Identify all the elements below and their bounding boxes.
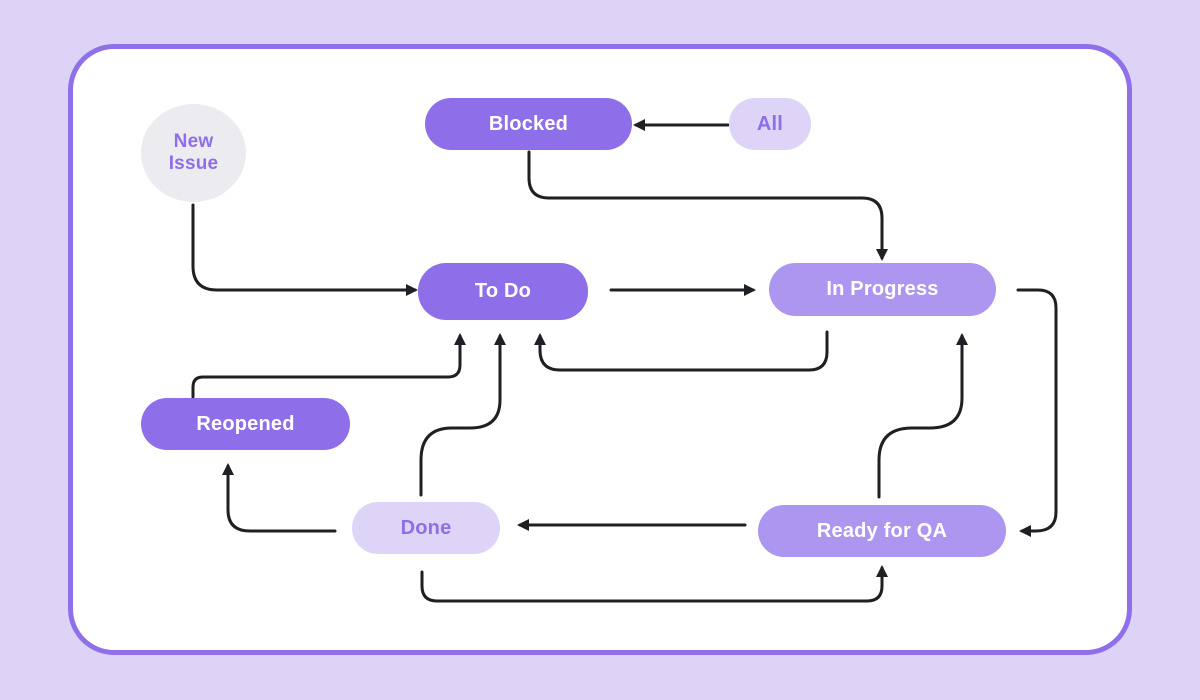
node-new-issue[interactable]: New Issue <box>141 104 246 202</box>
node-new-issue-line1: New <box>173 131 214 152</box>
node-todo-label: To Do <box>474 280 532 302</box>
node-reopened-label: Reopened <box>196 412 295 435</box>
node-done-label: Done <box>400 516 452 539</box>
node-ready-for-qa-label: Ready for QA <box>816 519 948 542</box>
node-all-label: All <box>756 112 784 135</box>
node-new-issue-line2: Issue <box>168 153 219 174</box>
node-all[interactable]: All <box>729 98 811 150</box>
node-blocked[interactable]: Blocked <box>425 98 632 150</box>
node-ready-for-qa[interactable]: Ready for QA <box>758 505 1006 557</box>
node-todo[interactable]: To Do <box>418 263 588 320</box>
node-in-progress-label: In Progress <box>826 278 939 300</box>
node-reopened[interactable]: Reopened <box>141 398 350 450</box>
node-in-progress[interactable]: In Progress <box>769 263 996 316</box>
node-done[interactable]: Done <box>352 502 500 554</box>
node-blocked-label: Blocked <box>488 112 569 135</box>
